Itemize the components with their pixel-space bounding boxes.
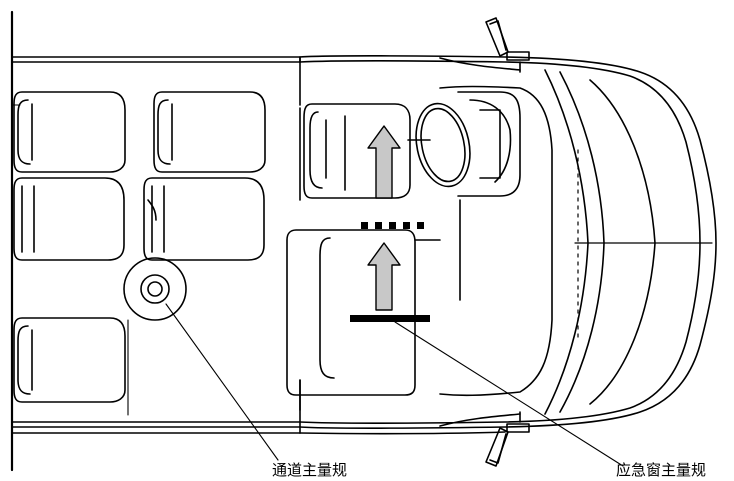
side-mirror-bottom [485, 423, 530, 467]
cab-floor-area [299, 85, 553, 411]
side-mirror-top [485, 17, 530, 61]
window-gauge-leader-line [394, 321, 624, 467]
upward-arrow-rear [367, 242, 401, 311]
aisle-gauge-leader-line [165, 303, 279, 461]
dotted-boundary [361, 222, 424, 229]
aisle-gauge-label: 通道主量规 [272, 461, 348, 479]
driver-seat [457, 91, 521, 197]
passenger-seat-row-3-left [13, 317, 126, 403]
passenger-seat-row-1-left [13, 91, 126, 173]
passenger-seat-row-1-right [153, 91, 266, 173]
upward-arrow-front [367, 125, 401, 199]
front-passenger-seat [303, 103, 431, 199]
vehicle-body-outline [11, 55, 717, 435]
passenger-seat-row-2-left [13, 177, 125, 261]
passenger-seat-row-2-right [143, 177, 265, 261]
emergency-window-gauge-bar [350, 315, 430, 322]
emergency-window-gauge-box [286, 229, 441, 396]
floor-detail-lines [11, 104, 129, 416]
steering-wheel [415, 102, 471, 188]
aisle-gauge-marker [123, 257, 187, 321]
emergency-window-gauge-label: 应急窗主量规 [616, 461, 707, 479]
